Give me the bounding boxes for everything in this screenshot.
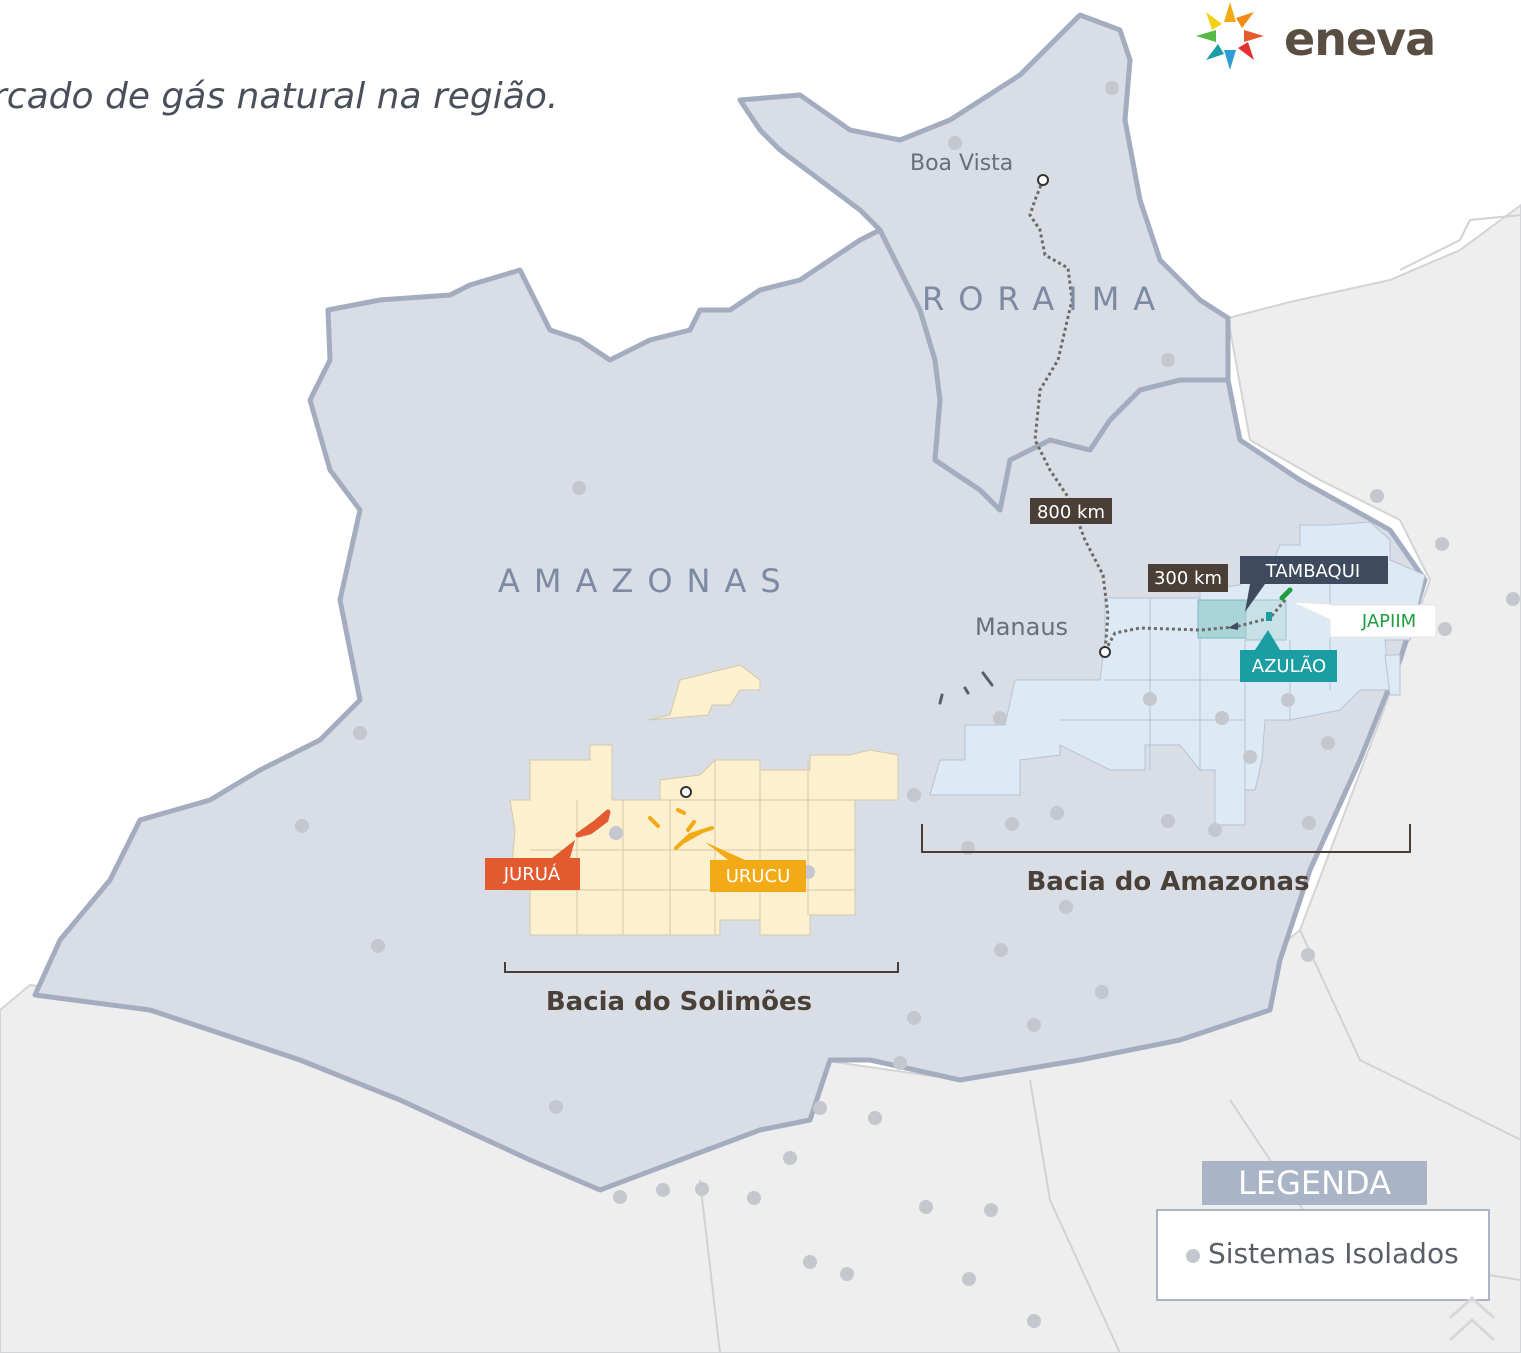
river-marks <box>938 671 994 705</box>
distance-tag-300: 300 km <box>1154 568 1222 589</box>
eneva-logo: eneva <box>1192 0 1452 72</box>
isolated-system-dot <box>549 1100 563 1114</box>
basin-label-amazonas: Bacia do Amazonas <box>1026 867 1309 897</box>
callout-japiim: JAPIIM <box>1361 611 1416 632</box>
isolated-system-dot <box>907 788 921 802</box>
city-label-boa-vista: Boa Vista <box>910 151 1013 176</box>
isolated-system-dot <box>1301 948 1315 962</box>
bracket-amazonas <box>921 824 1411 853</box>
scroll-up-icon[interactable] <box>1446 1290 1498 1350</box>
distance-tag-800: 800 km <box>1037 502 1105 523</box>
isolated-system-dot <box>1161 353 1175 367</box>
isolated-system-dot <box>656 1183 670 1197</box>
isolated-system-dot <box>984 1203 998 1217</box>
isolated-system-dot <box>1506 592 1520 606</box>
isolated-system-dot <box>868 1111 882 1125</box>
isolated-system-dot <box>572 481 586 495</box>
isolated-system-dot <box>1050 806 1064 820</box>
isolated-system-dot <box>1143 692 1157 706</box>
isolated-system-dot <box>1243 750 1257 764</box>
isolated-system-dot <box>907 1011 921 1025</box>
isolated-system-dot <box>747 1191 761 1205</box>
azulao-marker <box>1266 612 1272 621</box>
isolated-system-dot <box>1027 1314 1041 1328</box>
urucu-point <box>680 786 692 798</box>
urucu-field-shape <box>648 808 714 850</box>
city-label-manaus: Manaus <box>975 613 1068 641</box>
callout-jurua-bg <box>485 840 580 890</box>
isolated-system-dot <box>609 826 623 840</box>
headline-text: rcado de gás natural na região. <box>0 76 559 117</box>
isolated-system-dot <box>783 1151 797 1165</box>
isolated-system-dot <box>1321 736 1335 750</box>
manaus-point <box>1099 646 1111 658</box>
callout-japiim-bg <box>1291 601 1437 638</box>
isolated-system-dot <box>1208 823 1222 837</box>
callout-azulao: AZULÃO <box>1252 655 1326 677</box>
isolated-system-dot <box>1161 814 1175 828</box>
callout-jurua: JURUÁ <box>503 863 561 885</box>
callout-azulao-bg <box>1240 630 1337 682</box>
sunburst-logo-icon <box>1196 2 1264 70</box>
amazonas-blocks <box>929 521 1426 826</box>
jurua-field-shape <box>575 809 611 838</box>
japiim-marker <box>1279 587 1293 601</box>
isolated-system-dot <box>1059 900 1073 914</box>
logo-text: eneva <box>1284 12 1436 66</box>
region-label-amazonas: AMAZONAS <box>498 562 795 600</box>
isolated-system-dot <box>1105 81 1119 95</box>
isolated-system-dot <box>1435 537 1449 551</box>
legend-title: LEGENDA <box>1202 1161 1427 1205</box>
isolated-system-dot <box>371 939 385 953</box>
legend-box: Sistemas Isolados <box>1156 1209 1490 1301</box>
boa-vista-point <box>1037 174 1049 186</box>
isolated-system-dot <box>353 726 367 740</box>
isolated-system-dot <box>813 1101 827 1115</box>
basin-label-solimoes: Bacia do Solimões <box>546 987 812 1017</box>
callout-tambaqui-bg <box>1240 556 1388 612</box>
isolated-system-dot <box>1370 489 1384 503</box>
isolated-system-dot <box>840 1267 854 1281</box>
isolated-system-dot <box>962 1272 976 1286</box>
isolated-system-dot <box>1215 711 1229 725</box>
legend-dot-icon <box>1186 1249 1200 1263</box>
distance-tag-800-bg <box>1030 498 1112 524</box>
isolated-system-dot <box>919 1200 933 1214</box>
distance-tag-300-bg <box>1148 564 1228 592</box>
legend-item-label: Sistemas Isolados <box>1208 1237 1459 1270</box>
isolated-system-dot <box>893 1056 907 1070</box>
isolated-system-dot <box>948 136 962 150</box>
isolated-system-dot <box>695 1182 709 1196</box>
isolated-system-dot <box>1438 622 1452 636</box>
region-label-roraima: RORAIMA <box>922 280 1169 318</box>
pipeline-boa-vista-manaus <box>1028 179 1110 652</box>
isolated-system-dot <box>1281 693 1295 707</box>
isolated-system-dot <box>994 943 1008 957</box>
isolated-system-dot <box>613 1190 627 1204</box>
isolated-system-dot <box>993 711 1007 725</box>
isolated-system-dot <box>1302 816 1316 830</box>
bracket-solimoes <box>504 962 899 973</box>
state-roraima <box>737 12 1231 513</box>
callout-urucu: URUCU <box>726 866 791 887</box>
isolated-system-dot <box>803 1255 817 1269</box>
isolated-system-dot <box>1005 817 1019 831</box>
callout-urucu-bg <box>705 842 806 892</box>
callout-tambaqui: TAMBAQUI <box>1265 561 1360 582</box>
isolated-system-dot <box>295 819 309 833</box>
highlight-block <box>1197 599 1247 639</box>
isolated-systems-layer <box>295 81 1520 1328</box>
tambaqui-marker <box>1228 622 1238 630</box>
pipeline-manaus-azulao <box>1103 599 1287 652</box>
isolated-system-dot <box>1095 985 1109 999</box>
isolated-system-dot <box>1027 1018 1041 1032</box>
